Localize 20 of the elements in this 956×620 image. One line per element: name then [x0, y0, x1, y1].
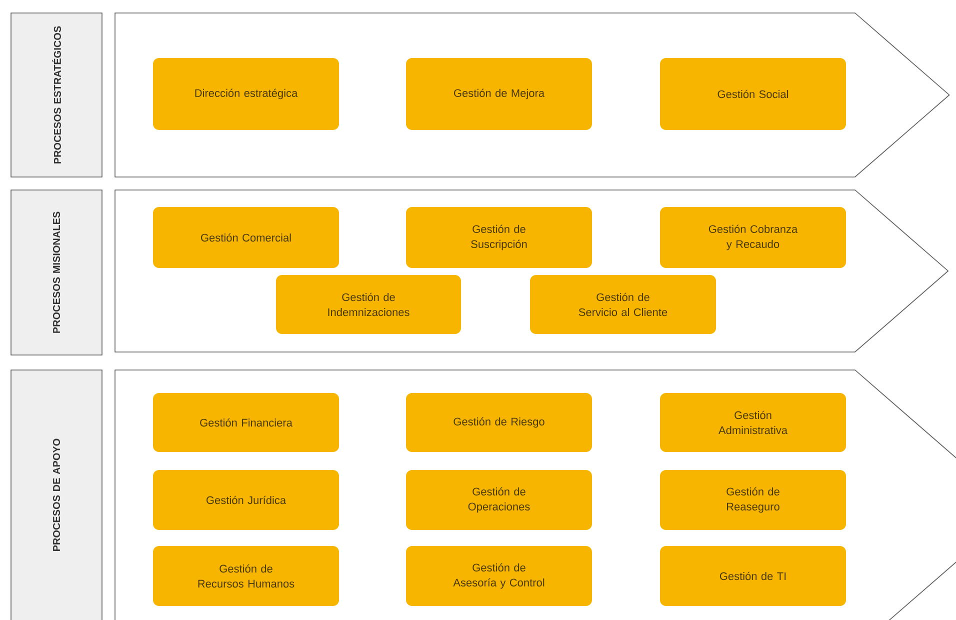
side-label-box: PROCESOS DE APOYO — [10, 370, 102, 620]
process-box: Gestión de Reaseguro — [660, 470, 846, 530]
process-box: Gestión de TI — [660, 546, 846, 606]
process-box: Gestión de Asesoría y Control — [406, 546, 592, 606]
process-box: Gestión Cobranza y Recaudo — [660, 207, 846, 268]
process-box: Gestión de Operaciones — [406, 470, 592, 530]
process-box: Gestión Administrativa — [660, 392, 846, 452]
process-box: Gestión Financiera — [153, 392, 339, 452]
process-box: Gestión Jurídica — [153, 470, 339, 530]
process-box: Gestión de Recursos Humanos — [153, 546, 339, 606]
process-box: Gestión de Mejora — [406, 58, 592, 130]
side-label-box: PROCESOS ESTRATÉGICOS — [10, 12, 102, 178]
process-box: Gestión de Riesgo — [406, 392, 592, 452]
process-box: Gestión de Servicio al Cliente — [530, 274, 716, 334]
process-box: Gestión de Indemnizaciones — [276, 274, 461, 334]
process-box: Gestión Comercial — [153, 207, 339, 268]
side-label-box: PROCESOS MISIONALES — [10, 190, 102, 356]
process-box: Dirección estratégica — [153, 58, 339, 130]
process-box: Gestión Social — [660, 58, 846, 130]
process-box: Gestión de Suscripción — [406, 207, 592, 268]
